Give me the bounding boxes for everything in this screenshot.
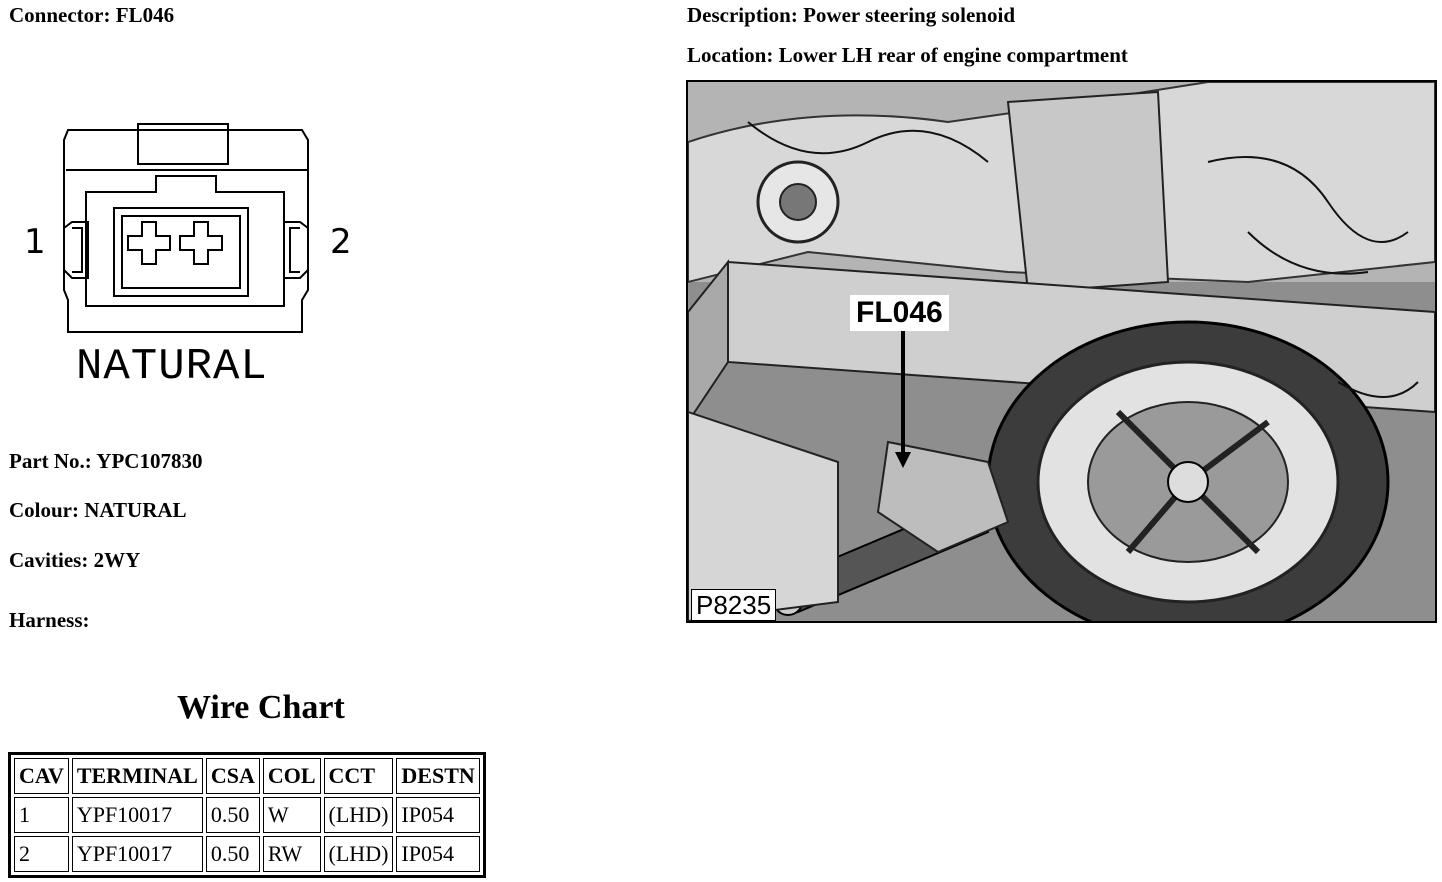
table-row: 2 YPF10017 0.50 RW (LHD) IP054 (14, 836, 480, 872)
connector-outline (63, 123, 309, 333)
column-header: CAV (14, 758, 69, 794)
colour-line: Colour: NATURAL (9, 498, 187, 522)
description-key: Description: (687, 3, 798, 27)
table-cell: 0.50 (205, 836, 260, 872)
table-row: 1 YPF10017 0.50 W (LHD) IP054 (14, 797, 480, 833)
cavities-key: Cavities: (9, 548, 89, 572)
part-number-value: YPC107830 (96, 449, 203, 473)
table-cell: IP054 (396, 797, 480, 833)
pin-1-label: 1 (24, 222, 46, 262)
cavities-line: Cavities: 2WY (9, 548, 140, 572)
connector-colour-label: NATURAL (76, 342, 268, 392)
wire-chart-table: CAV TERMINAL CSA COL CCT DESTN 1 YPF1001… (8, 752, 486, 878)
location-line: Location: Lower LH rear of engine compar… (687, 43, 1128, 67)
photo-connector-callout: FL046 (850, 295, 949, 331)
connector-line: Connector: FL046 (9, 3, 174, 27)
table-header-row: CAV TERMINAL CSA COL CCT DESTN (14, 758, 480, 794)
description-value: Power steering solenoid (803, 3, 1015, 27)
table-cell: W (262, 797, 321, 833)
connector-key: Connector: (9, 3, 111, 27)
cavities-value: 2WY (93, 548, 141, 572)
column-header: CCT (323, 758, 394, 794)
location-photo: FL046 P8235 (686, 80, 1437, 623)
harness-line: Harness: (9, 608, 90, 632)
table-cell: 1 (14, 797, 69, 833)
pin-2-label: 2 (330, 222, 352, 262)
column-header: DESTN (396, 758, 480, 794)
column-header: CSA (205, 758, 260, 794)
table-cell: (LHD) (323, 797, 394, 833)
wire-chart-title: Wire Chart (177, 689, 345, 726)
table-cell: (LHD) (323, 836, 394, 872)
table-cell: YPF10017 (71, 836, 203, 872)
table-cell: YPF10017 (71, 797, 203, 833)
engine-compartment-illustration (688, 82, 1435, 621)
part-number-key: Part No.: (9, 449, 92, 473)
colour-key: Colour: (9, 498, 79, 522)
photo-reference-number: P8235 (691, 589, 777, 621)
column-header: TERMINAL (71, 758, 203, 794)
connector-value: FL046 (115, 3, 175, 27)
table-cell: 0.50 (205, 797, 260, 833)
location-key: Location: (687, 43, 774, 67)
connector-face-diagram: 1 2 NATURAL (20, 110, 380, 400)
part-number-line: Part No.: YPC107830 (9, 449, 202, 473)
column-header: COL (262, 758, 321, 794)
location-value: Lower LH rear of engine compartment (778, 43, 1128, 67)
description-line: Description: Power steering solenoid (687, 3, 1015, 27)
harness-key: Harness: (9, 608, 90, 632)
table-cell: RW (262, 836, 321, 872)
table-cell: 2 (14, 836, 69, 872)
colour-value: NATURAL (84, 498, 187, 522)
table-cell: IP054 (396, 836, 480, 872)
